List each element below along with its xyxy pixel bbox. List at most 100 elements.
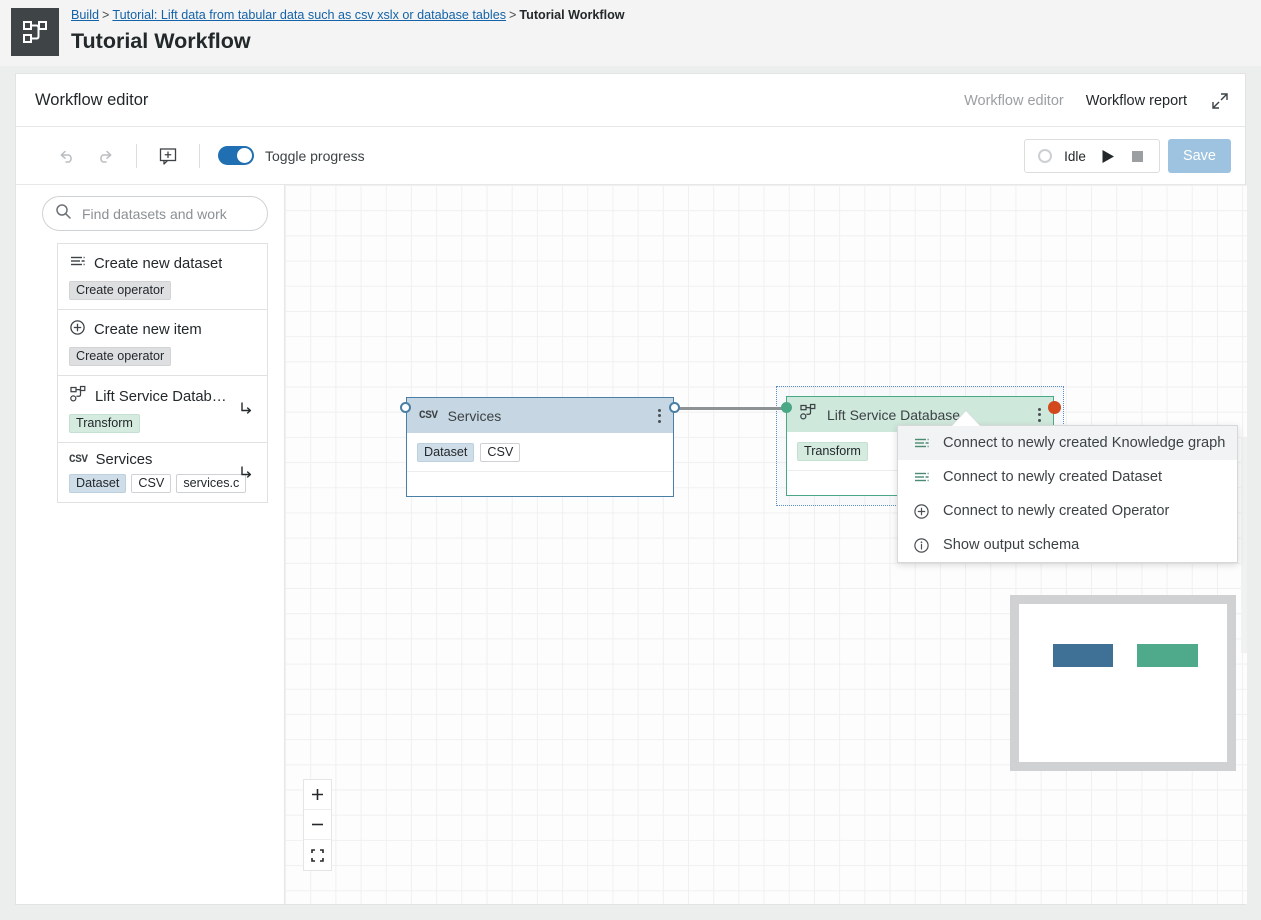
- stop-icon[interactable]: [1129, 148, 1146, 165]
- sidebar-item-tag: CSV: [131, 474, 172, 493]
- sidebar-item-label: Create new dataset: [94, 256, 223, 272]
- breadcrumb: Build>Tutorial: Lift data from tabular d…: [71, 7, 625, 24]
- tab-workflow-editor[interactable]: Workflow editor: [964, 92, 1064, 109]
- minimap-node-transform: [1137, 644, 1198, 667]
- node-tags: Dataset CSV: [407, 433, 673, 471]
- search-input[interactable]: [80, 204, 255, 223]
- context-menu-item-label: Connect to newly created Operator: [943, 503, 1170, 519]
- sidebar-item-list: Create new dataset Create operator: [57, 243, 268, 503]
- zoom-controls: [303, 779, 332, 871]
- csv-icon: CSV: [69, 454, 88, 466]
- context-menu-item-label: Connect to newly created Knowledge graph: [943, 435, 1226, 451]
- breadcrumb-link-project[interactable]: Tutorial: Lift data from tabular data su…: [112, 8, 507, 22]
- context-menu-item-connect-knowledge-graph[interactable]: Connect to newly created Knowledge graph: [898, 426, 1237, 460]
- status-label: Idle: [1064, 148, 1086, 164]
- expand-diagonal-icon[interactable]: [1209, 90, 1231, 112]
- toolbar-divider-1: [136, 143, 137, 168]
- sidebar-item-tag: Transform: [69, 414, 140, 433]
- search-box[interactable]: [42, 196, 268, 231]
- save-button[interactable]: Save: [1167, 139, 1231, 173]
- card-title: Workflow editor: [35, 90, 149, 109]
- sidebar-item-tag: Create operator: [69, 347, 172, 366]
- workflow-editor-card: Workflow editor Workflow editor Workflow…: [15, 73, 1247, 905]
- plus-circle-icon: [912, 502, 931, 521]
- context-menu-item-label: Show output schema: [943, 537, 1080, 553]
- sidebar-item-lift-service-database[interactable]: Lift Service Datab… Transform: [57, 375, 268, 443]
- toggle-progress-track: [218, 146, 254, 165]
- node-header: CSV Services: [407, 398, 673, 433]
- redo-icon[interactable]: [92, 143, 118, 169]
- port-transform-output[interactable]: [1048, 401, 1061, 414]
- search-icon: [55, 203, 72, 225]
- sidebar-item-create-new-item[interactable]: Create new item Create operator: [57, 309, 268, 376]
- breadcrumb-separator-2: >: [509, 8, 517, 22]
- canvas-scrollbar[interactable]: [1241, 437, 1247, 653]
- context-menu-arrow: [952, 411, 980, 426]
- run-controls: Idle: [1024, 139, 1160, 173]
- info-circle-icon: [912, 536, 931, 555]
- node-title: Services: [447, 407, 502, 424]
- sidebar-item-create-new-dataset[interactable]: Create new dataset Create operator: [57, 243, 268, 310]
- transform-graph-icon: [69, 385, 87, 408]
- toolbar-divider-2: [199, 143, 200, 168]
- workflow-canvas[interactable]: CSV Services Dataset CSV: [284, 185, 1247, 904]
- sidebar-item-services[interactable]: CSV Services Dataset CSV services.c: [57, 442, 268, 503]
- canvas-minimap[interactable]: [1010, 595, 1236, 771]
- kebab-menu-icon[interactable]: [656, 407, 663, 425]
- card-header-actions: Workflow editor Workflow report: [964, 74, 1231, 127]
- zoom-in-icon[interactable]: [304, 780, 331, 810]
- sidebar-item-tag: Create operator: [69, 281, 172, 300]
- node-footer: [407, 471, 673, 497]
- zoom-out-icon[interactable]: [304, 810, 331, 840]
- edge-services-to-transform[interactable]: [675, 407, 787, 410]
- undo-icon[interactable]: [54, 143, 80, 169]
- toggle-progress-switch[interactable]: Toggle progress: [218, 146, 365, 165]
- arrow-down-right-icon[interactable]: [236, 399, 256, 419]
- editor-toolbar: Toggle progress Idle Save: [16, 127, 1245, 185]
- node-tag: Transform: [797, 441, 868, 461]
- toggle-progress-knob: [237, 148, 252, 163]
- sidebar-item-label: Create new item: [94, 322, 202, 338]
- port-transform-input[interactable]: [781, 402, 792, 413]
- sidebar-item-label: Lift Service Datab…: [95, 388, 227, 405]
- context-menu-item-show-output-schema[interactable]: Show output schema: [898, 528, 1237, 562]
- csv-icon: CSV: [419, 409, 438, 422]
- plus-circle-icon: [69, 319, 86, 341]
- knowledge-graph-icon: [912, 434, 931, 453]
- context-menu-item-connect-operator[interactable]: Connect to newly created Operator: [898, 494, 1237, 528]
- workflow-graph-icon: [21, 18, 49, 46]
- breadcrumb-link-build[interactable]: Build: [71, 8, 100, 22]
- context-menu-item-connect-dataset[interactable]: Connect to newly created Dataset: [898, 460, 1237, 494]
- transform-graph-icon: [799, 403, 817, 426]
- minimap-node-services: [1053, 644, 1113, 667]
- dataset-lines-icon: [69, 253, 86, 275]
- app-logo[interactable]: [11, 8, 59, 56]
- play-icon[interactable]: [1098, 147, 1117, 166]
- top-bar: Build>Tutorial: Lift data from tabular d…: [0, 0, 1261, 66]
- context-menu-item-label: Connect to newly created Dataset: [943, 469, 1163, 485]
- sidebar-item-tag: Dataset: [69, 474, 127, 493]
- context-menu: Connect to newly created Knowledge graph…: [897, 425, 1238, 563]
- breadcrumb-current: Tutorial Workflow: [519, 8, 625, 22]
- editor-body: Create new dataset Create operator: [16, 185, 1247, 904]
- node-title: Lift Service Database: [827, 406, 961, 423]
- status-indicator-dot: [1038, 149, 1053, 163]
- add-sticky-note-icon[interactable]: [155, 143, 181, 169]
- tab-workflow-report[interactable]: Workflow report: [1085, 92, 1187, 109]
- card-header: Workflow editor Workflow editor Workflow…: [16, 74, 1245, 127]
- sidebar-item-label: Services: [95, 452, 153, 468]
- kebab-menu-icon[interactable]: [1036, 406, 1043, 424]
- page-title: Tutorial Workflow: [71, 29, 251, 53]
- node-tag: Dataset: [417, 442, 475, 462]
- sidebar-item-tag: services.c: [176, 474, 247, 493]
- node-tags: Transform: [787, 432, 1053, 470]
- node-tag: CSV: [480, 442, 521, 462]
- port-services-output[interactable]: [669, 402, 680, 413]
- arrow-down-right-icon[interactable]: [236, 463, 256, 483]
- dataset-lines-icon: [912, 468, 931, 487]
- port-services-input[interactable]: [400, 402, 411, 413]
- breadcrumb-separator-1: >: [102, 8, 110, 22]
- node-services[interactable]: CSV Services Dataset CSV: [406, 397, 674, 497]
- toggle-progress-label: Toggle progress: [265, 147, 365, 164]
- fit-to-screen-icon[interactable]: [304, 840, 331, 870]
